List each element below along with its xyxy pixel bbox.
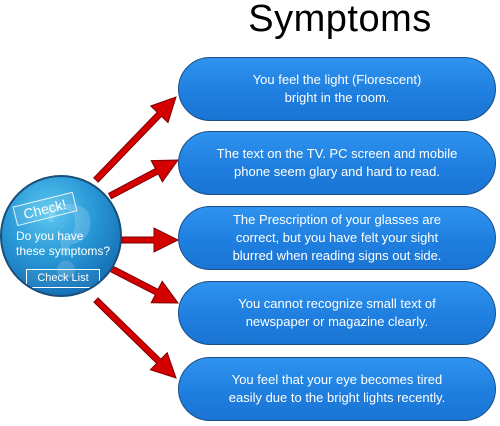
symptom-text: You feel the light (Florescent) bright i… [252, 72, 422, 105]
symptom-text: You cannot recognize small text of newsp… [238, 296, 436, 329]
arrow-5 [93, 297, 177, 379]
symptom-box-3: The Prescription of your glasses are cor… [178, 206, 496, 270]
check-list-button[interactable]: Check List [26, 269, 100, 288]
symptom-box-4: You cannot recognize small text of newsp… [178, 281, 496, 345]
diagram-title: Symptoms [248, 0, 432, 40]
arrow-3 [121, 227, 180, 253]
symptom-box-2: The text on the TV. PC screen and mobile… [178, 131, 496, 195]
check-badge: ? Check! Do you have these symptoms? Che… [0, 175, 122, 297]
arrow-4 [107, 264, 179, 304]
arrow-2 [107, 159, 179, 200]
symptom-text: The text on the TV. PC screen and mobile… [216, 146, 458, 179]
symptom-text: You feel that your eye becomes tired eas… [228, 372, 446, 405]
question-mark-icon: ? [42, 179, 97, 297]
arrow-1 [93, 96, 177, 183]
symptom-box-1: You feel the light (Florescent) bright i… [178, 57, 496, 121]
check-question: Do you have these symptoms? [16, 229, 111, 258]
symptom-text: The Prescription of your glasses are cor… [232, 212, 442, 263]
symptom-box-5: You feel that your eye becomes tired eas… [178, 357, 496, 421]
